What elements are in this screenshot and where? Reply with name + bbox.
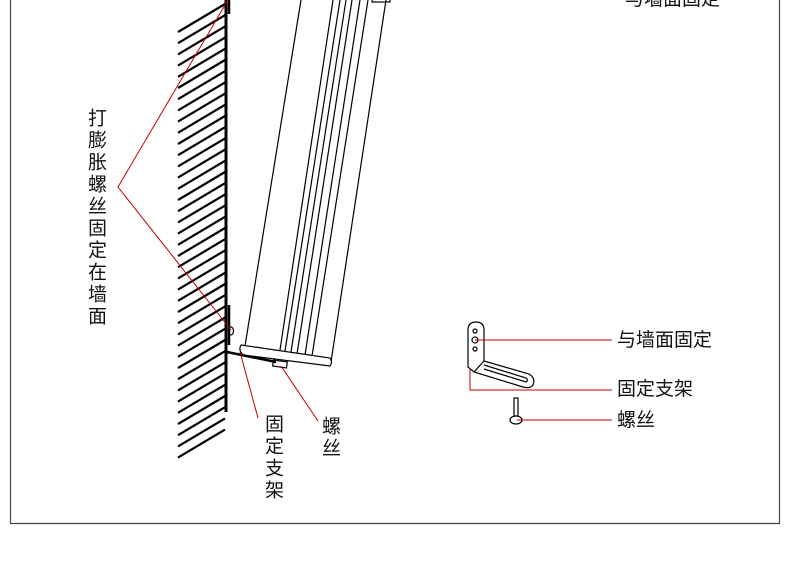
hatch-line: [177, 70, 226, 101]
hatch-line: [177, 115, 226, 145]
hatch-line: [177, 159, 226, 190]
hatch-line: [177, 227, 226, 257]
hatch-line: [177, 81, 226, 112]
hatch-line: [177, 36, 226, 67]
hatch-line: [177, 204, 226, 235]
screw-head: [271, 359, 289, 369]
bracket-side: [226, 350, 277, 364]
hatch-line: [177, 193, 226, 224]
hatch-line: [177, 350, 226, 381]
hatch-line: [177, 327, 226, 358]
right-leaders: [469, 339, 612, 421]
hatch-line: [177, 238, 226, 269]
hatch-line: [177, 137, 226, 168]
hatch-line: [177, 148, 226, 179]
hatch-line: [177, 260, 226, 291]
label-wall-fix-top: 与墙面固定: [625, 0, 720, 9]
hatch-line: [177, 126, 226, 157]
hatch-line: [177, 417, 226, 448]
hatch-line: [177, 271, 226, 302]
screw-part: [509, 397, 523, 425]
hatch-line: [177, 305, 226, 336]
hatch-line: [177, 171, 226, 201]
leader-lines: [117, 0, 319, 422]
hatch-line: [177, 406, 226, 437]
hatch-line: [177, 14, 226, 45]
hatch-line: [177, 395, 226, 425]
label-wall-fix: 与墙面固定: [617, 329, 713, 351]
hatch-line: [177, 59, 226, 89]
end-cap: [239, 344, 333, 367]
hatch-line: [177, 339, 226, 369]
label-screw: 螺丝: [617, 409, 656, 431]
label-expansion-screw: 打膨胀螺丝固定在墙面: [85, 108, 107, 328]
hatch-line: [177, 294, 226, 325]
hatch-line: [177, 372, 226, 403]
hatch-line: [177, 3, 226, 33]
hatch-line: [177, 215, 226, 246]
wall-hatch: [177, 3, 226, 459]
hatch-line: [177, 316, 226, 347]
hatch-line: [177, 383, 226, 414]
hatch-line: [177, 103, 226, 134]
frame: [9, 0, 781, 525]
hatch-line: [177, 25, 226, 56]
bracket-part: [467, 321, 535, 389]
hatch-line: [177, 283, 226, 313]
label-bracket-vertical: 固定支架: [262, 414, 284, 502]
hatch-line: [177, 428, 226, 459]
expansion-screw-head: [227, 326, 235, 336]
hatch-line: [177, 361, 226, 392]
label-bracket: 固定支架: [617, 378, 694, 400]
hatch-line: [177, 182, 226, 213]
cylinder: [227, 0, 391, 369]
label-screw-vertical: 螺丝: [319, 416, 341, 460]
hatch-line: [177, 92, 226, 123]
hatch-line: [177, 249, 226, 280]
